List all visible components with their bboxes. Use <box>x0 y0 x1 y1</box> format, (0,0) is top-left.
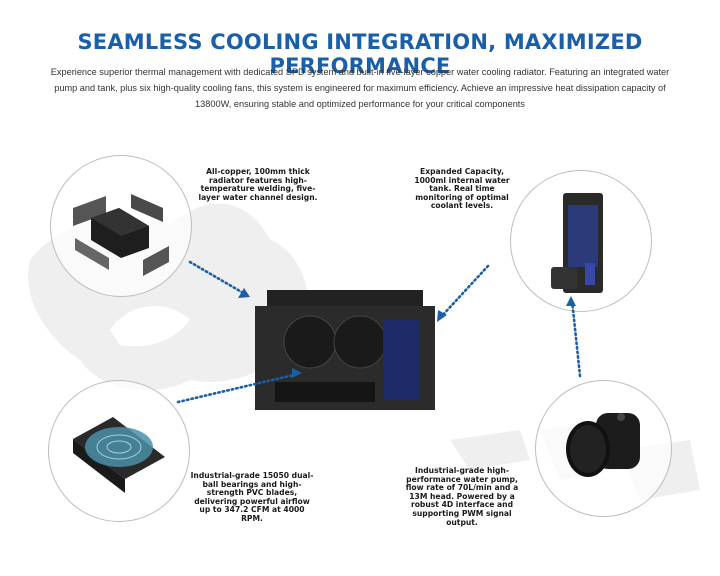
radiator-connector <box>188 260 247 296</box>
radiator-icon <box>73 194 169 276</box>
fan-caption: Industrial-grade 15050 dual-ball bearing… <box>190 471 314 523</box>
arrowhead-icon <box>238 288 250 298</box>
fan-image-circle <box>48 380 190 522</box>
fan-connector <box>176 372 300 404</box>
water-pump-icon <box>566 413 640 477</box>
arrowhead-icon <box>292 368 302 378</box>
radiator-image-circle <box>50 155 192 297</box>
arrowhead-icon <box>437 310 447 322</box>
pump-connector <box>570 298 582 378</box>
fan-icon <box>73 417 165 493</box>
tank-caption: Expanded Capacity, 1000ml internal water… <box>414 167 510 211</box>
cooling-unit-icon <box>255 290 435 410</box>
page-title: SEAMLESS COOLING INTEGRATION, MAXIMIZED … <box>77 30 643 78</box>
pump-caption: Industrial-grade high-performance water … <box>405 466 519 527</box>
intro-paragraph: Experience superior thermal management w… <box>50 67 670 109</box>
tank-image-circle <box>510 170 652 312</box>
radiator-caption: All-copper, 100mm thick radiator feature… <box>198 167 318 202</box>
pump-image-circle <box>535 380 672 517</box>
cooling-unit-image <box>255 290 435 410</box>
tank-connector <box>438 264 490 320</box>
arrowhead-icon <box>566 296 576 306</box>
water-tank-icon <box>551 193 603 293</box>
